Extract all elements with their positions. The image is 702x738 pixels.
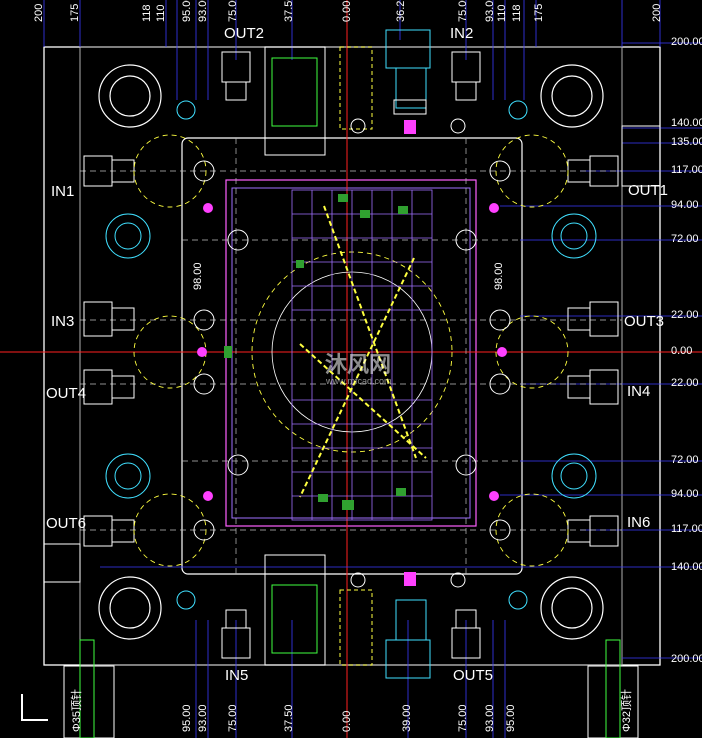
bottom-left-slider (264, 554, 326, 666)
right-dim-label: 117.00 (671, 164, 702, 176)
top-center-block (339, 46, 373, 130)
label-out4: OUT4 (46, 385, 86, 402)
label-in5: IN5 (225, 667, 248, 684)
right-dim-label: 140.00 (671, 561, 702, 573)
label-in2: IN2 (450, 25, 473, 42)
right-dim-label: 200.00 (671, 653, 702, 665)
bottom-dim-label: 0.00 (341, 711, 353, 732)
top-nozzle (385, 29, 431, 115)
top-dim-label: 118 (511, 4, 523, 22)
blue-dim-lines (43, 0, 702, 738)
right-dim-label: 200.00 (671, 36, 702, 48)
bottom-dim-label: 95.00 (181, 704, 193, 732)
bottom-dim-label: 93.00 (484, 704, 496, 732)
pin-label-left: Φ35顶针 (69, 689, 83, 732)
top-dim-label: 37.50 (283, 0, 295, 22)
top-dim-label: 175 (69, 4, 81, 22)
top-left-slider (264, 46, 326, 156)
right-dim-label: 117.00 (671, 523, 702, 535)
left-tab (43, 543, 81, 583)
right-dim-label: 72.00 (671, 233, 699, 245)
label-out2: OUT2 (224, 25, 264, 42)
top-dim-label: 175 (533, 4, 545, 22)
bottom-dimensions: 95.00 93.00 75.00 37.50 0.00 39.00 75.00 93.00 9… (181, 704, 517, 732)
label-in4: IN4 (627, 383, 650, 400)
ejector-pins (197, 203, 507, 501)
right-dim-label: 72.00 (671, 454, 699, 466)
label-in6: IN6 (627, 514, 650, 531)
right-dim-label: 94.00 (671, 488, 699, 500)
watermark-text: 沐风网 (325, 352, 391, 377)
watermark-url: www.mfcad.com (325, 376, 392, 386)
label-out6: OUT6 (46, 515, 86, 532)
bottom-dim-label: 75.00 (457, 704, 469, 732)
cavity-insert (181, 137, 523, 575)
right-dimensions: 200.00 140.00 135.00 117.00 94.00 72.00 22.00 0… (671, 36, 702, 665)
top-dim-label: 200 (33, 4, 45, 22)
right-dim-label: 22.00 (671, 309, 699, 321)
bottom-nozzle (385, 599, 431, 679)
top-dim-label: 93.00 (484, 0, 496, 22)
guide-bushings (98, 64, 604, 640)
angle-pins (299, 205, 427, 498)
top-dim-label: 75.00 (227, 0, 239, 22)
right-dim-label: 140.00 (671, 117, 702, 129)
right-dim-label: 135.00 (671, 136, 702, 148)
label-in3: IN3 (51, 313, 74, 330)
bottom-dim-label: 37.50 (283, 704, 295, 732)
label-in1: IN1 (51, 183, 74, 200)
bottom-magenta-mark (404, 572, 416, 586)
top-dim-label: 75.00 (457, 0, 469, 22)
bottom-dim-label: 75.00 (227, 704, 239, 732)
label-out1: OUT1 (628, 182, 668, 199)
inner-dim-right: 98.00 (493, 262, 505, 290)
top-dim-label: 93.00 (197, 0, 209, 22)
right-connectors (567, 155, 619, 547)
right-tab (621, 125, 661, 187)
top-dim-label: 95.00 (181, 0, 193, 22)
bottom-center-block (339, 589, 373, 666)
bottom-dim-label: 95.00 (505, 704, 517, 732)
top-dim-label: 110 (155, 4, 167, 22)
top-dim-label: 118 (141, 4, 153, 22)
cavity-grid (291, 189, 433, 521)
cyan-screws (105, 100, 597, 610)
top-bottom-connectors (221, 51, 481, 659)
top-magenta-mark (404, 120, 416, 134)
top-left-slider-inner (271, 57, 318, 127)
ucs-icon (21, 694, 48, 721)
label-out3: OUT3 (624, 313, 664, 330)
green-pads (224, 194, 408, 510)
top-dim-label: 0.00 (341, 1, 353, 22)
bottom-pins (63, 639, 639, 738)
label-out5: OUT5 (453, 667, 493, 684)
top-dim-label: 36.2 (395, 1, 407, 22)
right-dim-label: 0.00 (671, 345, 692, 357)
top-dim-label: 200 (651, 4, 663, 22)
bolts (193, 118, 511, 588)
bottom-dim-label: 93.00 (197, 704, 209, 732)
top-dim-label: 110 (496, 4, 508, 22)
bottom-left-slider-inner (271, 584, 318, 654)
right-dim-label: 22.00 (671, 377, 699, 389)
bottom-dim-label: 39.00 (401, 704, 413, 732)
right-dim-label: 94.00 (671, 199, 699, 211)
inner-dim-left: 98.00 (192, 262, 204, 290)
pin-label-right: Φ32顶针 (619, 689, 633, 732)
